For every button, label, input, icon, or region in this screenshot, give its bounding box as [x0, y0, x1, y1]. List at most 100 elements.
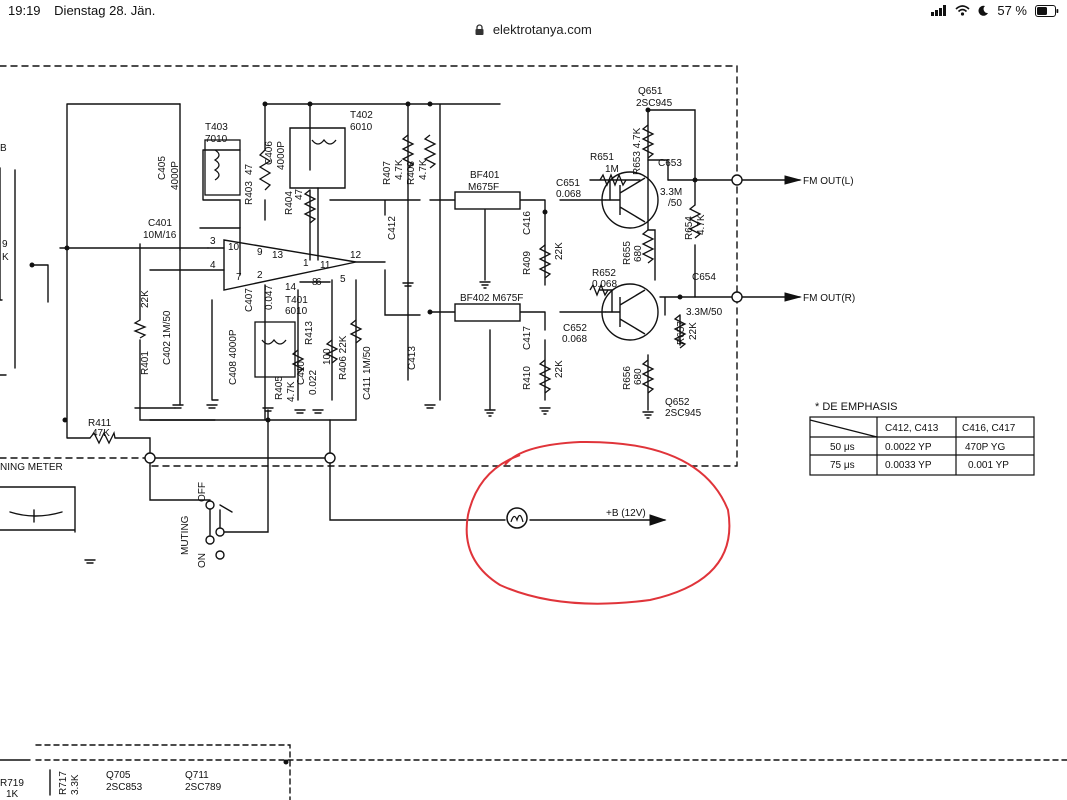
label-r717: R717: [58, 771, 69, 795]
pin-8: 8: [312, 277, 318, 288]
label-r655-val: 680: [633, 245, 644, 262]
label-r401-val: 22K: [140, 290, 151, 308]
label-r657: R657: [676, 321, 687, 345]
label-r657-val: 22K: [688, 322, 699, 340]
label-c654: C654: [692, 272, 716, 283]
label-r407-val: 4.7K: [394, 159, 405, 180]
pin-11: 11: [320, 260, 331, 271]
table-row1-c416: 470P YG: [965, 442, 1005, 453]
pin-9: 9: [257, 247, 263, 258]
pin-14: 14: [285, 282, 297, 293]
label-100: 100: [322, 348, 333, 365]
label-c413: C413: [407, 346, 418, 370]
label-r409-val: 22K: [554, 242, 565, 260]
red-annotation-circle: [465, 440, 731, 605]
pin-1: 1: [303, 258, 309, 269]
address-bar[interactable]: elektrotanya.com: [0, 22, 1067, 42]
label-t401-part: 6010: [285, 306, 308, 317]
label-r654-val: 4.7K: [696, 214, 707, 235]
label-r407: R407: [382, 161, 393, 185]
table-row2-tc: 75 μs: [830, 460, 855, 471]
pin-2: 2: [257, 270, 263, 281]
label-r403-val: 47: [244, 163, 255, 175]
label-r719-val: 1K: [6, 789, 19, 800]
label-r401: R401: [140, 351, 151, 375]
label-c406: C406: [264, 141, 275, 165]
label-c408: C408 4000P: [228, 329, 239, 385]
label-c416: C416: [522, 211, 533, 235]
label-q711-part: 2SC789: [185, 782, 222, 793]
label-c651-val: 0.068: [556, 189, 581, 200]
label-r405-val: 4.7K: [286, 381, 297, 402]
table-row2-c412: 0.0033 YP: [885, 460, 932, 471]
label-plus-b: +B (12V): [606, 508, 646, 519]
table-row1-tc: 50 μs: [830, 442, 855, 453]
pin-12: 12: [350, 250, 362, 261]
label-fm-out-l: FM OUT(L): [803, 176, 854, 187]
label-r408-val: 4.7K: [418, 159, 429, 180]
label-tuning-meter: NING METER: [0, 462, 63, 473]
url-text: elektrotanya.com: [492, 22, 592, 37]
label-c651: C651: [556, 178, 580, 189]
lock-icon: [475, 24, 484, 35]
label-t401: T401: [285, 295, 308, 306]
label-r403: R403: [244, 181, 255, 205]
clock-date: Dienstag 28. Jän.: [54, 3, 156, 18]
label-r651: R651: [590, 152, 614, 163]
moon-icon: [978, 5, 989, 16]
label-c406-val: 4000P: [276, 141, 287, 170]
label-q651-part: 2SC945: [636, 98, 673, 109]
label-c652: C652: [563, 323, 587, 334]
label-r408: R408: [406, 161, 417, 185]
label-t403-part: 7010: [205, 134, 228, 145]
pin-10: 10: [228, 242, 240, 253]
ios-status-bar: 19:19 Dienstag 28. Jän. 57 %: [0, 0, 1067, 22]
label-t402: T402: [350, 110, 373, 121]
label-c653: C653: [658, 158, 682, 169]
label-r413: R413: [304, 321, 315, 345]
label-r651-val: 1M: [605, 164, 619, 175]
label-c401-val: 10M/16: [143, 230, 177, 241]
label-c407-val: 0.047: [264, 285, 275, 310]
deemphasis-table: [809, 416, 1035, 476]
label-r717-val: 3.3K: [70, 774, 81, 795]
label-muting: MUTING: [180, 515, 191, 555]
lamp-icon: [506, 507, 528, 529]
table-row1-c412: 0.0022 YP: [885, 442, 932, 453]
label-muting-on: ON: [197, 553, 208, 568]
q652-transistor: [601, 283, 659, 341]
frag-b: B: [0, 143, 7, 154]
label-muting-off: OFF: [197, 482, 208, 502]
label-c417: C417: [522, 326, 533, 350]
label-bf402: BF402 M675F: [460, 293, 523, 304]
battery-icon: [1035, 4, 1059, 17]
pin-6: 6: [316, 277, 322, 288]
label-q705-part: 2SC853: [106, 782, 143, 793]
signal-icon: [931, 5, 947, 16]
pin-3: 3: [210, 236, 216, 247]
label-r404: R404: [284, 191, 295, 215]
label-c402: C402 1M/50: [162, 310, 173, 365]
label-t403: T403: [205, 122, 228, 133]
label-r719: R719: [0, 778, 24, 789]
label-c405-val: 4000P: [170, 161, 181, 190]
label-c654-val: 3.3M/50: [686, 307, 723, 318]
label-q652-part: 2SC945: [665, 408, 702, 419]
battery-percent: 57 %: [997, 3, 1027, 18]
label-r404-val: 47: [294, 188, 305, 200]
label-t402-part: 6010: [350, 122, 373, 133]
bf402-filter: [454, 303, 521, 322]
table-header-c416: C416, C417: [962, 423, 1016, 434]
wifi-icon: [955, 5, 970, 16]
label-r652-val: 0.068: [592, 279, 617, 290]
label-c412: C412: [387, 216, 398, 240]
table-header-c412: C412, C413: [885, 423, 939, 434]
label-q711: Q711: [185, 770, 209, 781]
label-c653-val2: /50: [668, 198, 682, 209]
label-c652-val: 0.068: [562, 334, 587, 345]
label-r410: R410: [522, 366, 533, 390]
label-de-emphasis: * DE EMPHASIS: [815, 401, 898, 413]
label-r656: R656: [622, 366, 633, 390]
label-c405: C405: [157, 156, 168, 180]
label-r654: R654: [684, 216, 695, 240]
